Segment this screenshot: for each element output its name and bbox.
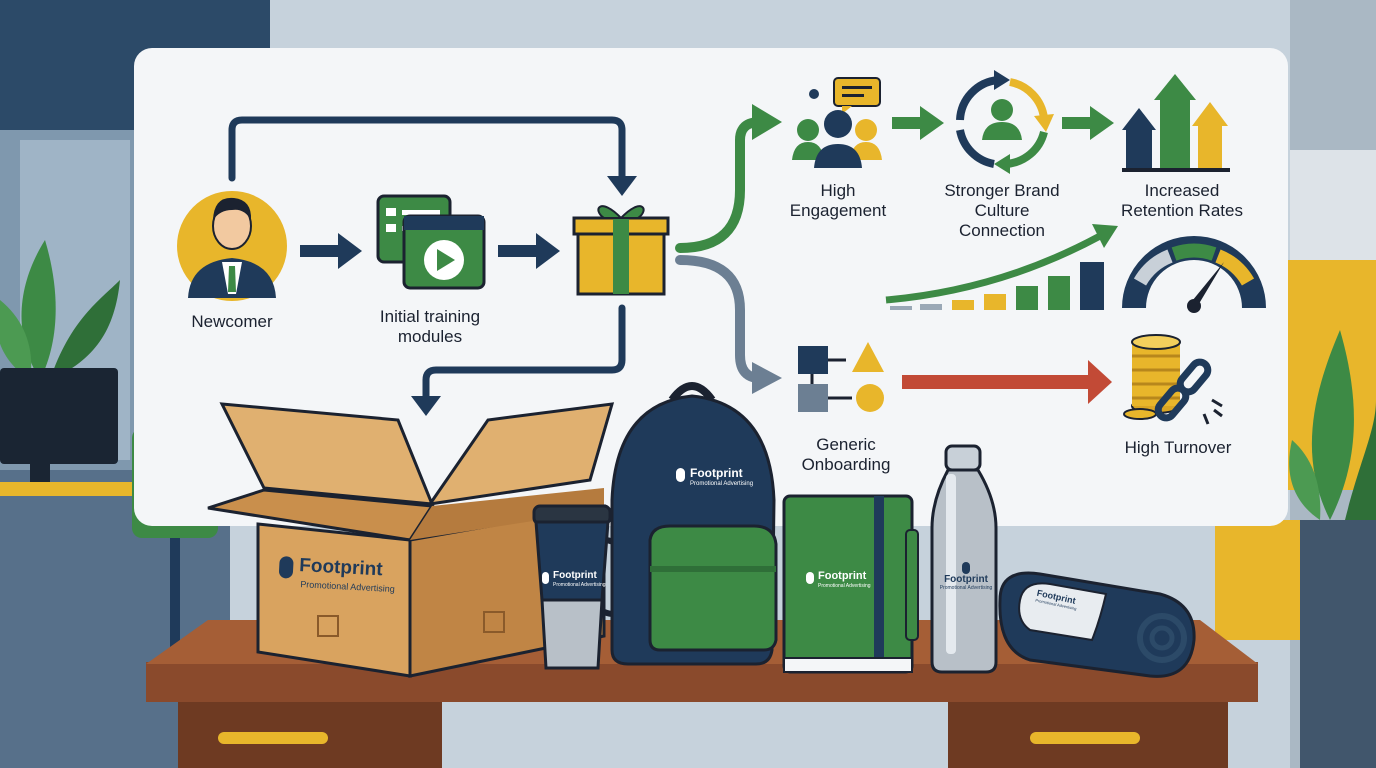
brand-culture-label-line-1: Stronger Brand <box>944 181 1060 200</box>
arrow-generic-to-turnover <box>902 360 1112 404</box>
right-plant-icon <box>1289 330 1376 520</box>
box-brand-name: Footprint <box>298 555 384 581</box>
training-label: Initial training modules <box>350 307 510 347</box>
arrow-engagement-to-culture <box>892 106 944 140</box>
brand-culture-label: Stronger Brand Culture Connection <box>922 181 1082 241</box>
connectors <box>228 104 782 416</box>
engagement-label: High Engagement <box>776 181 900 221</box>
newcomer-label: Newcomer <box>191 312 273 331</box>
arrow-training-to-gift <box>498 233 560 269</box>
growth-chart-icon <box>885 224 1118 310</box>
engagement-label-line-1: High <box>820 181 856 200</box>
tumbler-brand-tagline: Promotional Advertising <box>553 582 606 588</box>
generic-onboarding-label-line-1: Generic <box>816 435 876 454</box>
notebook-brand-name: Footprint <box>818 570 867 582</box>
tumbler-brand-name: Footprint <box>553 570 597 581</box>
branch-arrow-grey-head <box>752 362 782 394</box>
branch-arrow-green-head <box>752 104 782 140</box>
retention-bars-icon <box>1122 74 1230 172</box>
notebook-foot-icon <box>806 572 814 584</box>
loop-arrow-down-head <box>411 396 441 416</box>
bottle-brand-name: Footprint <box>944 574 988 585</box>
bottle-brand-tagline: Promotional Advertising <box>939 585 993 591</box>
blanket-icon <box>998 571 1196 678</box>
generic-onboarding-label-line-2: Onboarding <box>801 455 891 474</box>
generic-onboarding-icon <box>798 342 884 412</box>
generic-onboarding-label: Generic Onboarding <box>784 435 908 475</box>
notebook-icon <box>782 494 919 674</box>
backpack-brand-tagline: Promotional Advertising <box>690 481 754 487</box>
retention-label-line-2: Retention Rates <box>1121 201 1243 220</box>
left-plant-icon <box>0 240 120 380</box>
gauge-icon <box>1122 236 1266 313</box>
tumbler-foot-icon <box>542 572 549 584</box>
engagement-icon <box>792 77 882 168</box>
gift-icon <box>572 205 670 296</box>
training-label-line-2: modules <box>397 327 463 346</box>
bottle-foot-icon <box>962 562 970 574</box>
retention-label-line-1: Increased <box>1144 181 1220 200</box>
loop-arrow-top <box>228 116 626 182</box>
chain-arrows <box>300 106 1114 404</box>
branch-arrow-grey <box>675 255 765 383</box>
arrow-culture-to-retention <box>1062 106 1114 140</box>
arrow-newcomer-to-training <box>300 233 362 269</box>
training-modules-icon <box>376 194 486 290</box>
retention-label: Increased Retention Rates <box>1100 181 1264 221</box>
backpack-brand-name: Footprint <box>690 466 743 480</box>
training-label-line-1: Initial training <box>379 307 481 326</box>
engagement-label-line-2: Engagement <box>789 201 887 220</box>
culture-cycle-icon <box>956 70 1054 174</box>
coins-broken-chain-icon <box>1123 334 1223 425</box>
backpack-icon <box>610 382 778 666</box>
brand-culture-label-line-3: Connection <box>958 221 1045 240</box>
box-foot-icon <box>278 555 294 579</box>
brand-culture-label-line-2: Culture <box>974 201 1030 220</box>
branch-arrow-green <box>675 117 765 253</box>
backpack-foot-icon <box>676 468 685 482</box>
tumbler-icon <box>532 504 637 670</box>
loop-arrow-top-head <box>607 176 637 196</box>
newcomer-icon <box>177 191 287 301</box>
notebook-brand-tagline: Promotional Advertising <box>818 583 871 589</box>
loop-arrow-down <box>422 304 626 402</box>
bottle-brand-logo: Footprint Promotional Advertising <box>938 562 994 591</box>
turnover-label: High Turnover <box>1124 438 1232 457</box>
